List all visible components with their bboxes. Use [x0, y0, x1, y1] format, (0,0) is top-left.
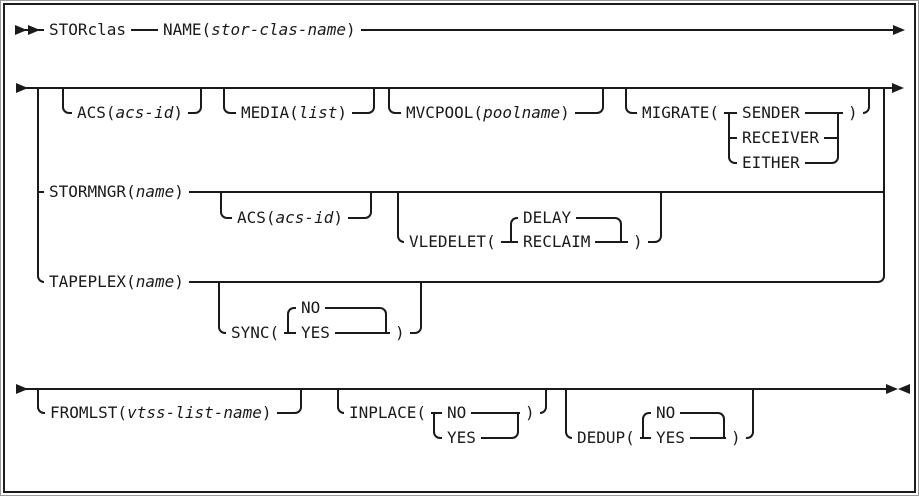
param-fromlst-arg: vtss-list-name — [127, 403, 262, 423]
param-acs-arg: acs-id — [115, 103, 174, 123]
param-acs2-close: ) — [333, 208, 343, 228]
param-stormngr-arg: name — [135, 182, 175, 202]
rail-row2 — [16, 87, 893, 89]
param-tapeplex-close: ) — [174, 272, 184, 292]
vledelet-option-reclaim: RECLAIM — [518, 233, 596, 251]
start-arrow-icon — [15, 25, 27, 35]
inplace-option-yes: YES — [442, 429, 481, 447]
param-sync-close: ) — [390, 324, 410, 342]
param-name-arg: stor-clas-name — [211, 20, 347, 40]
param-vledelet-open: VLEDELET( — [404, 233, 501, 251]
rail-sync-default-loop — [287, 307, 387, 334]
param-migrate-close: ) — [843, 104, 863, 122]
param-tapeplex-arg: name — [135, 272, 175, 292]
migrate-option-sender: SENDER — [737, 104, 805, 122]
param-fromlst-close: ) — [261, 403, 272, 423]
param-mvcpool-close: ) — [560, 103, 570, 123]
param-fromlst-kw: FROMLST( — [50, 403, 128, 423]
param-inplace-open: INPLACE( — [344, 404, 432, 422]
param-media-close: ) — [337, 103, 347, 123]
param-stormngr-kw: STORMNGR( — [49, 182, 136, 202]
param-migrate-open: MIGRATE( — [637, 104, 725, 122]
param-tapeplex-kw: TAPEPLEX( — [49, 272, 136, 292]
rail-row3 — [16, 388, 886, 390]
rail-stormngr-branch — [37, 191, 883, 193]
row2-entry-arrow-icon — [16, 83, 28, 93]
vledelet-option-delay: DELAY — [518, 209, 577, 227]
migrate-option-receiver: RECEIVER — [737, 129, 825, 147]
param-sync-open: SYNC( — [226, 324, 285, 342]
row2-continue-arrow-icon — [892, 83, 904, 93]
diagram-frame — [3, 3, 916, 493]
param-stormngr-close: ) — [174, 182, 184, 202]
sync-option-yes: YES — [296, 324, 335, 342]
param-media-kw: MEDIA( — [241, 103, 299, 123]
param-acs-kw: ACS( — [77, 103, 116, 123]
param-name: NAME(stor-clas-name) — [158, 21, 361, 39]
rail-dedup-default-loop — [642, 412, 725, 439]
end-arrow-left-icon — [898, 384, 910, 394]
rail-branch-box — [37, 88, 885, 283]
param-dedup-open: DEDUP( — [572, 429, 640, 447]
param-vledelet-close: ) — [628, 233, 648, 251]
start-arrow2-icon — [28, 25, 40, 35]
param-name-kw: NAME( — [163, 20, 212, 40]
param-stormngr: STORMNGR(name) — [44, 183, 189, 201]
param-mvcpool: MVCPOOL(poolname) — [401, 104, 575, 122]
inplace-option-no: NO — [442, 404, 472, 422]
row3-entry-arrow-icon — [16, 384, 28, 394]
param-inplace-close: ) — [520, 404, 540, 422]
param-media-arg: list — [298, 103, 338, 123]
sync-option-no: NO — [296, 299, 326, 317]
migrate-option-either: EITHER — [737, 154, 805, 172]
param-acs2-arg: acs-id — [275, 208, 334, 228]
param-acs2-kw: ACS( — [237, 208, 276, 228]
dedup-option-no: NO — [651, 404, 681, 422]
dedup-option-yes: YES — [651, 429, 690, 447]
param-name-close: ) — [346, 20, 356, 40]
param-tapeplex: TAPEPLEX(name) — [44, 273, 189, 291]
param-mvcpool-arg: poolname — [483, 103, 561, 123]
param-media: MEDIA(list) — [236, 104, 352, 122]
rail-row1 — [16, 29, 894, 31]
keyword-storclas: STORclas — [44, 21, 132, 39]
param-acs-close: ) — [173, 103, 183, 123]
row1-continue-arrow-icon — [893, 25, 905, 35]
param-mvcpool-kw: MVCPOOL( — [406, 103, 484, 123]
param-acs2: ACS(acs-id) — [232, 209, 348, 227]
param-fromlst: FROMLST(vtss-list-name) — [45, 404, 277, 422]
param-acs: ACS(acs-id) — [72, 104, 188, 122]
end-arrow-right-icon — [886, 384, 898, 394]
param-dedup-close: ) — [726, 429, 746, 447]
